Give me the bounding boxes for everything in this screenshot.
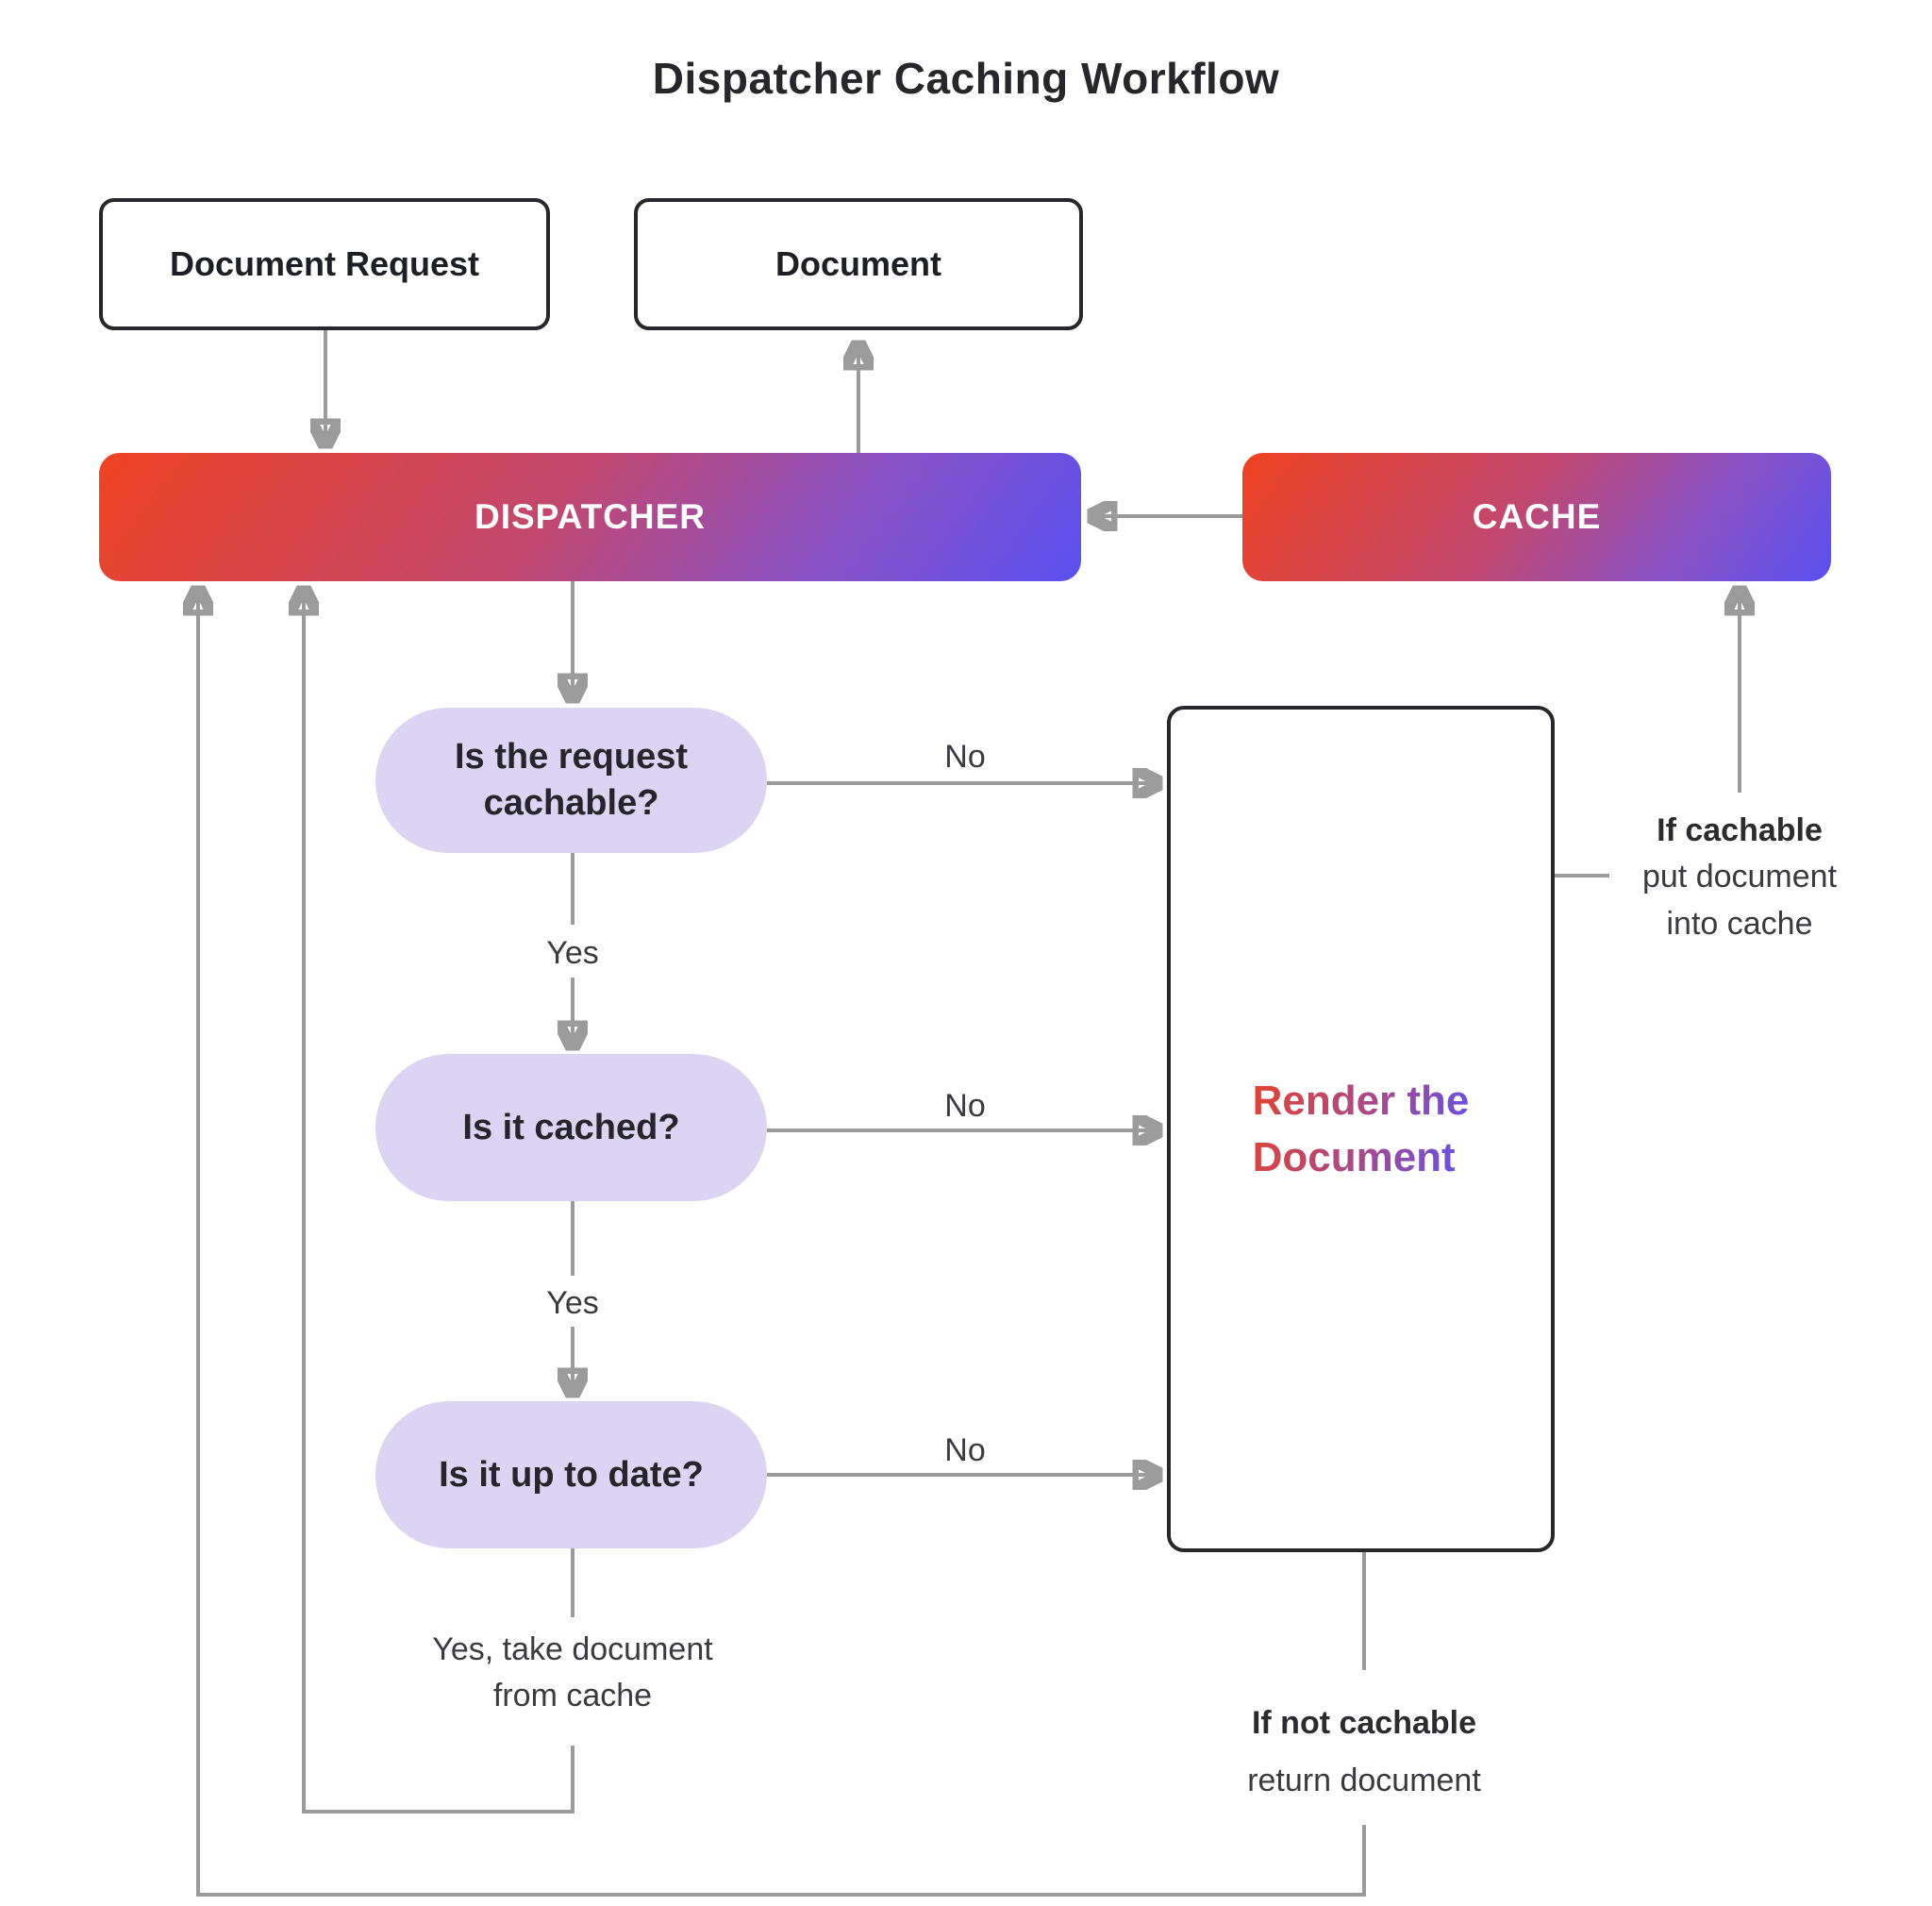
label-no-3: No: [944, 1432, 986, 1468]
decision-is-it-cached: Is it cached?: [375, 1054, 767, 1201]
label-if-cachable: If cachable put document into cache: [1641, 812, 1838, 942]
arrow-fromcache-to-dispatcher: [304, 594, 575, 1814]
page-title: Dispatcher Caching Workflow: [652, 54, 1280, 103]
node-dispatcher: DISPATCHER: [99, 453, 1081, 581]
node-document: Document: [634, 198, 1083, 330]
node-cache: CACHE: [1242, 453, 1831, 581]
node-render-document: Render the Document: [1167, 706, 1555, 1552]
label-yes-1: Yes: [546, 935, 599, 971]
label-yes-2: Yes: [546, 1285, 599, 1321]
label-if-not-cachable: If not cachable return document: [1247, 1705, 1481, 1799]
node-document-request: Document Request: [99, 198, 550, 330]
arrow-return-to-dispatcher: [198, 594, 1366, 1897]
decision-is-it-up-to-date: Is it up to date?: [375, 1401, 767, 1548]
render-document-label: Render the Document: [1253, 1073, 1470, 1185]
label-no-2: No: [944, 1088, 986, 1124]
decision-is-request-cachable: Is the request cachable?: [375, 708, 767, 853]
label-yes-take-from-cache: Yes, take document from cache: [432, 1631, 713, 1714]
label-no-1: No: [944, 739, 986, 775]
